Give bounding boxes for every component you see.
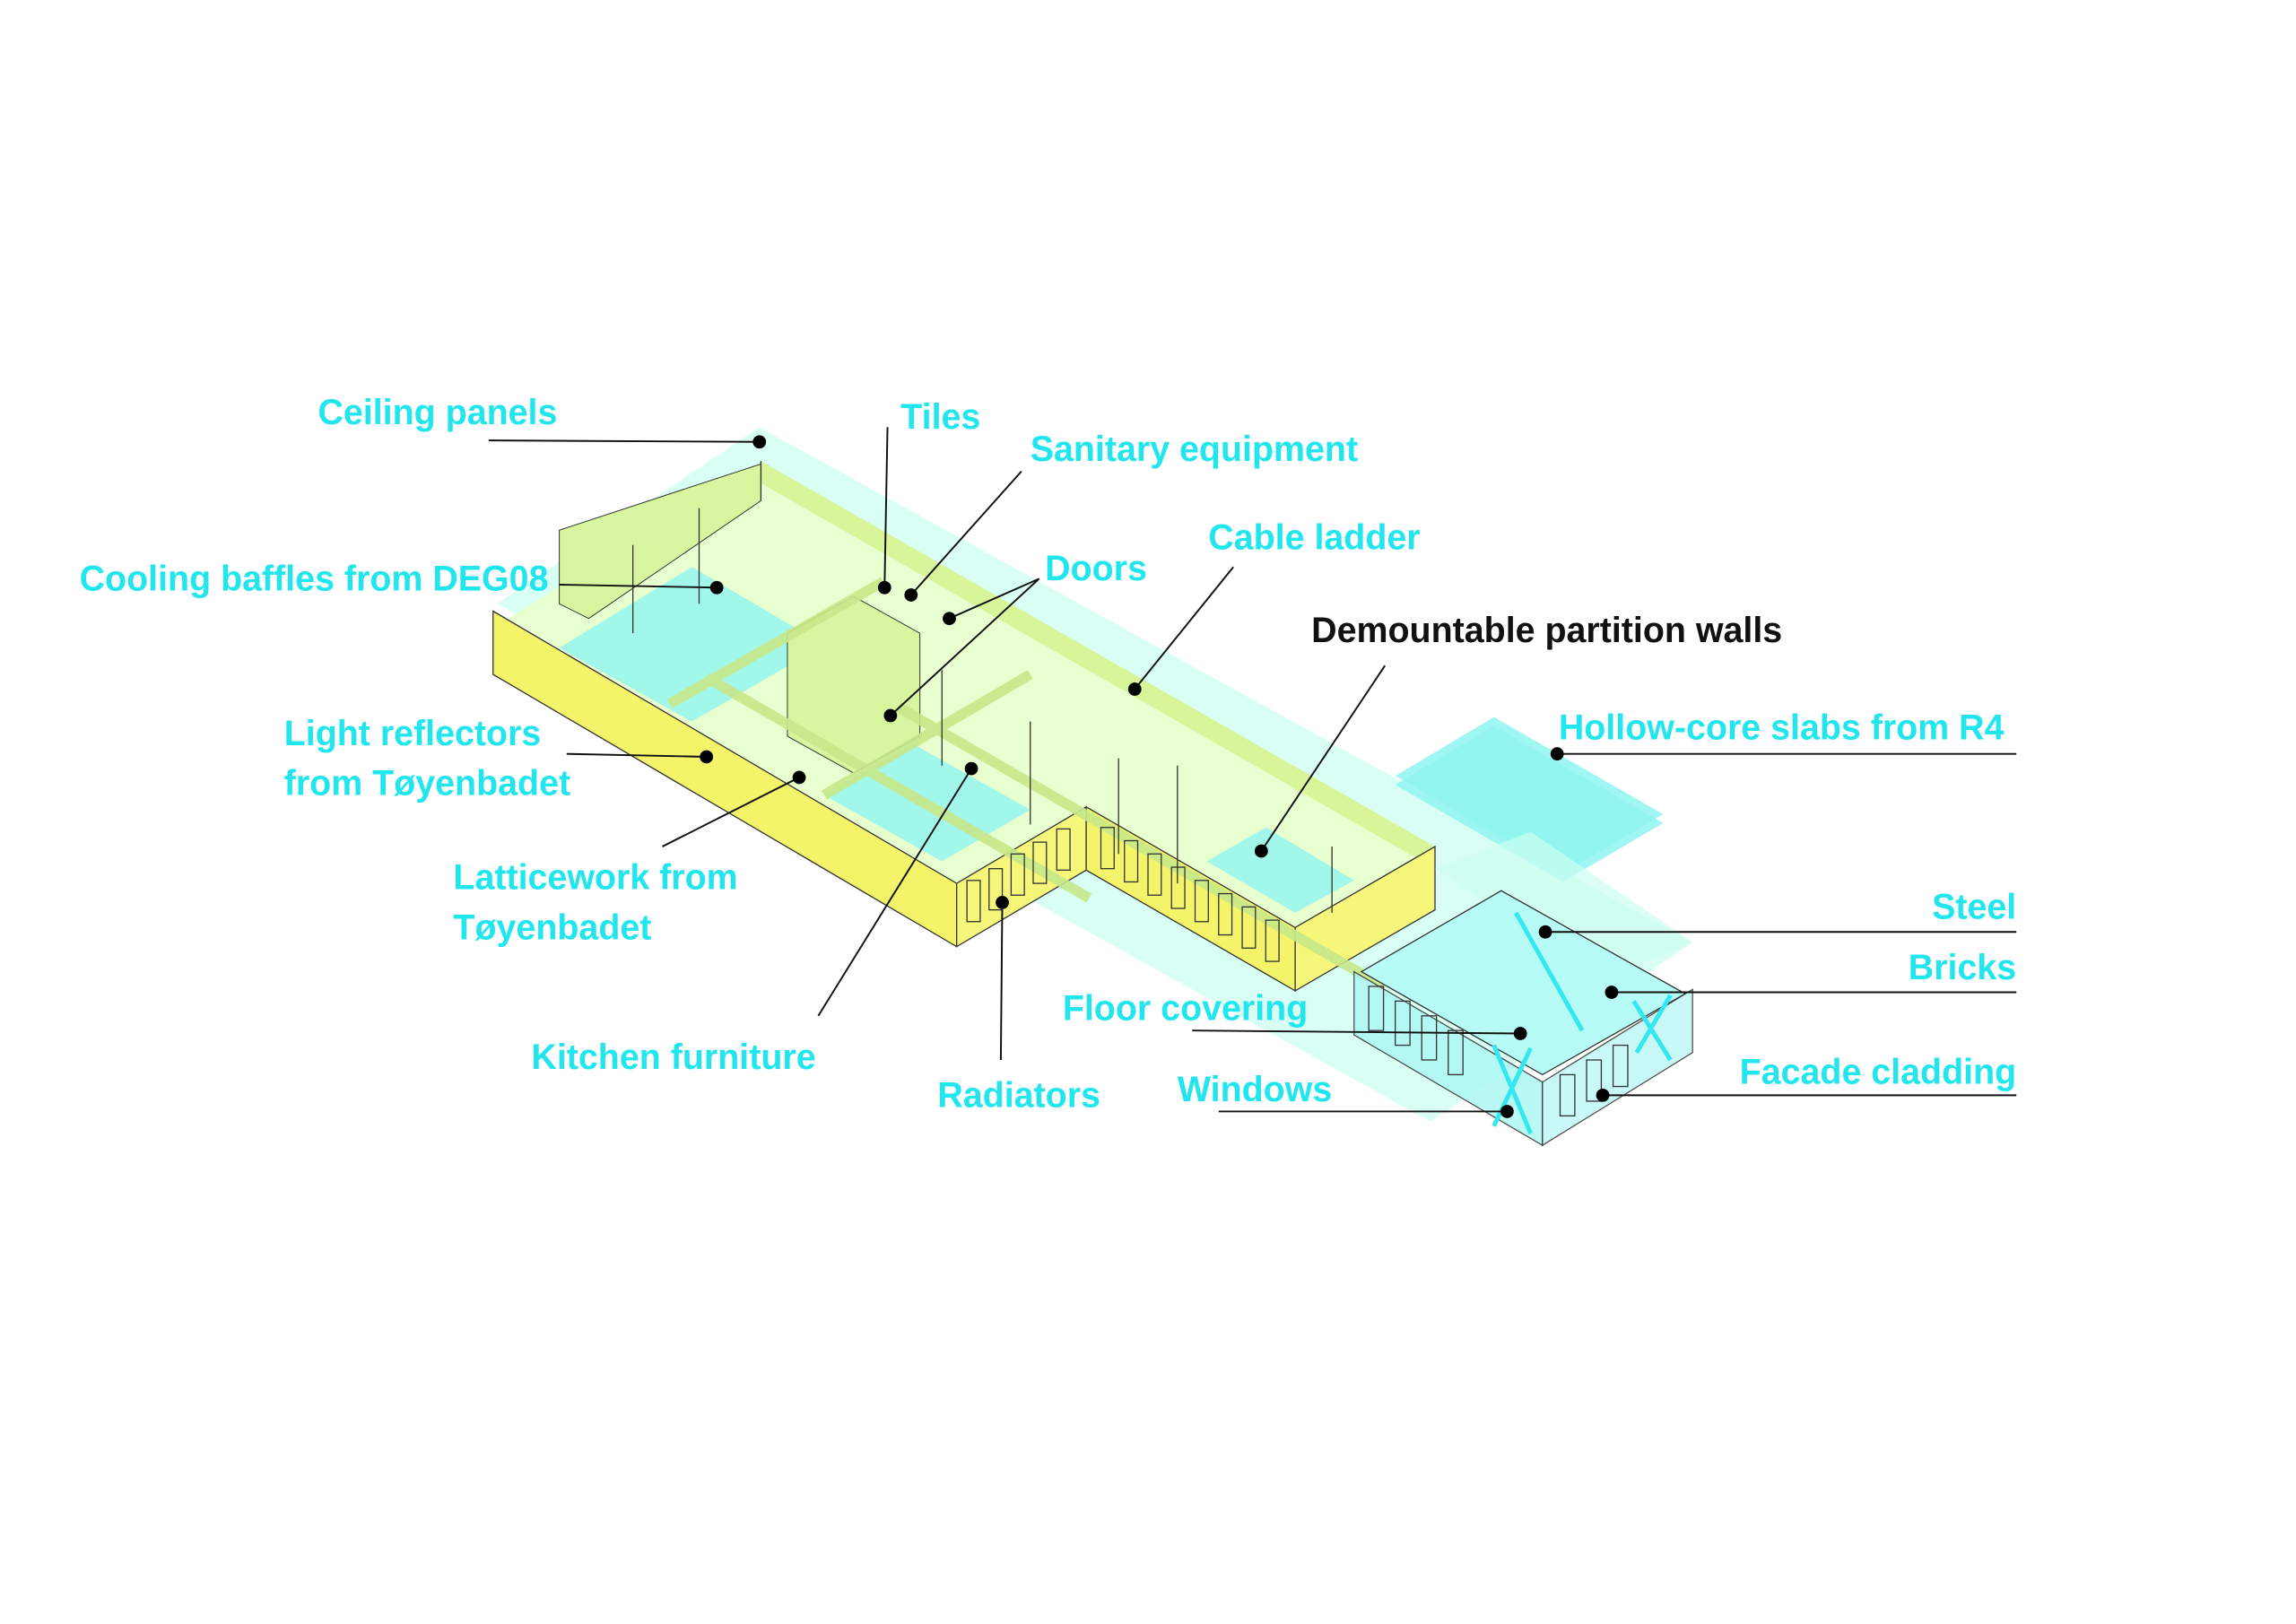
radiator-panels	[966, 827, 1280, 962]
left-core	[559, 463, 761, 620]
label-latticework: Latticework from	[453, 858, 737, 898]
label-latticework-line2: Tøyenbadet	[453, 908, 651, 947]
label-doors: Doors	[1045, 549, 1147, 588]
leader-lines	[488, 427, 2017, 1118]
label-cable-ladder: Cable ladder	[1208, 518, 1420, 558]
floor-main	[508, 464, 1436, 928]
floor-cyan-left	[559, 567, 824, 722]
interior-partitions	[631, 461, 1333, 913]
annex-windows	[1368, 986, 1629, 1117]
label-facade-cladding: Facade cladding	[1740, 1052, 2017, 1091]
label-hollow-core-slabs: Hollow-core slabs from R4	[1559, 708, 2005, 747]
label-ceiling-panels: Ceiling panels	[317, 393, 557, 432]
label-light-reflectors-line2: from Tøyenbadet	[284, 764, 570, 803]
latticework	[666, 577, 1387, 991]
label-tiles: Tiles	[900, 397, 980, 437]
label-kitchen-furniture: Kitchen furniture	[531, 1038, 815, 1077]
label-sanitary-equipment: Sanitary equipment	[1031, 430, 1358, 469]
label-demountable-partition-walls: Demountable partition walls	[1311, 611, 1782, 650]
label-bricks: Bricks	[1909, 948, 2016, 987]
steel-bracing	[1492, 911, 1673, 1135]
label-steel: Steel	[1932, 887, 2016, 926]
label-radiators: Radiators	[937, 1076, 1100, 1116]
annex-roof-plane	[1435, 831, 1693, 979]
label-cooling-baffles: Cooling baffles from DEG08	[80, 560, 549, 599]
label-windows: Windows	[1178, 1070, 1332, 1109]
back-wall-top	[761, 461, 1435, 869]
hollow-core-slab-upper	[1395, 716, 1664, 873]
label-floor-covering: Floor covering	[1063, 989, 1308, 1029]
label-light-reflectors: Light reflectors	[284, 714, 542, 753]
floor-cyan-right	[1206, 827, 1354, 913]
annex-side-wall	[1542, 988, 1693, 1147]
